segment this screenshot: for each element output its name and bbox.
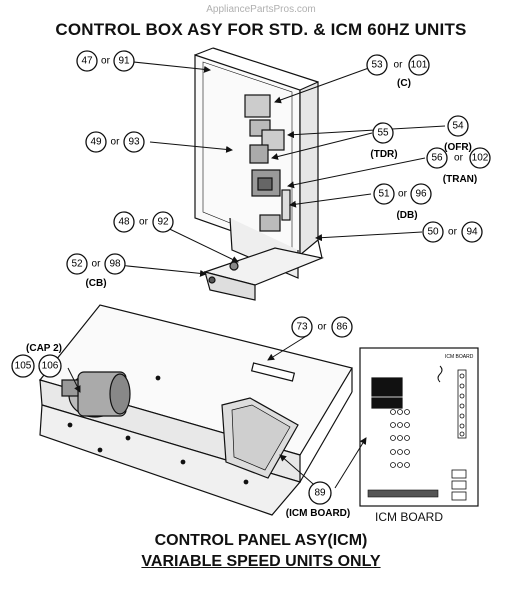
control-box-drawing [194, 47, 325, 301]
svg-text:or: or [394, 60, 404, 71]
svg-text:93: 93 [128, 137, 140, 148]
callout-56-102: 56 or 102 [426, 147, 491, 169]
callout-105-106: 105 106 [11, 354, 62, 378]
leader-lines [67, 60, 446, 491]
svg-text:or: or [398, 189, 408, 200]
svg-text:54: 54 [452, 121, 464, 132]
icm-board-detail [359, 347, 479, 507]
svg-text:91: 91 [118, 56, 130, 67]
callout-49-93: 49 or 93 [85, 131, 145, 153]
callout-label-tran: (TRAN) [443, 174, 477, 185]
svg-text:101: 101 [411, 60, 428, 71]
watermark: AppliancePartsPros.com [206, 4, 316, 15]
svg-text:96: 96 [415, 189, 427, 200]
callout-89: 89 [308, 481, 332, 505]
callout-53-101: 53 or 101 [366, 54, 430, 76]
callout-label-db: (DB) [396, 210, 417, 221]
svg-text:or: or [318, 322, 328, 333]
callout-50-94: 50 or 94 [422, 221, 483, 243]
svg-text:or: or [111, 137, 121, 148]
svg-text:47: 47 [81, 56, 93, 67]
callout-label-cb: (CB) [85, 278, 106, 289]
svg-text:102: 102 [472, 153, 489, 164]
svg-text:105: 105 [15, 361, 32, 372]
svg-text:or: or [101, 56, 111, 67]
svg-text:89: 89 [314, 488, 326, 499]
svg-text:94: 94 [466, 227, 478, 238]
icm-board-caption: ICM BOARD [375, 510, 444, 524]
svg-text:106: 106 [42, 361, 59, 372]
control-panel-title: CONTROL PANEL ASY(ICM) [154, 532, 368, 549]
callout-label-c: (C) [397, 78, 411, 89]
svg-text:52: 52 [71, 259, 83, 270]
callout-55: 55 [372, 122, 394, 144]
variable-speed-note: VARIABLE SPEED UNITS ONLY [141, 553, 381, 570]
diagram-title: CONTROL BOX ASY FOR STD. & ICM 60HZ UNIT… [55, 20, 467, 39]
svg-text:50: 50 [427, 227, 439, 238]
svg-text:92: 92 [157, 217, 169, 228]
callout-label-tdr: (TDR) [370, 149, 397, 160]
svg-text:or: or [448, 227, 458, 238]
svg-text:or: or [139, 217, 149, 228]
icm-board-header: ICM BOARD [445, 354, 474, 360]
callout-47-91: 47 or 91 [76, 50, 135, 72]
callout-54: 54 [447, 115, 469, 137]
svg-text:51: 51 [378, 189, 390, 200]
svg-text:86: 86 [336, 322, 348, 333]
callout-48-92: 48 or 92 [113, 211, 174, 233]
callout-label-icm-board: (ICM BOARD) [286, 508, 350, 519]
callout-73-86: 73 or 86 [291, 316, 353, 338]
control-panel-drawing [38, 304, 353, 516]
callout-label-cap2: (CAP 2) [26, 343, 62, 354]
callout-51-96: 51 or 96 [373, 183, 432, 205]
svg-text:48: 48 [118, 217, 130, 228]
svg-text:98: 98 [109, 259, 121, 270]
svg-text:53: 53 [371, 60, 383, 71]
svg-text:73: 73 [296, 322, 308, 333]
svg-text:or: or [92, 259, 102, 270]
callout-label-ofr: (OFR) [444, 142, 472, 153]
svg-text:49: 49 [90, 137, 102, 148]
callout-52-98: 52 or 98 [66, 253, 126, 275]
svg-text:55: 55 [377, 128, 389, 139]
svg-text:or: or [454, 153, 464, 164]
svg-text:56: 56 [431, 153, 443, 164]
